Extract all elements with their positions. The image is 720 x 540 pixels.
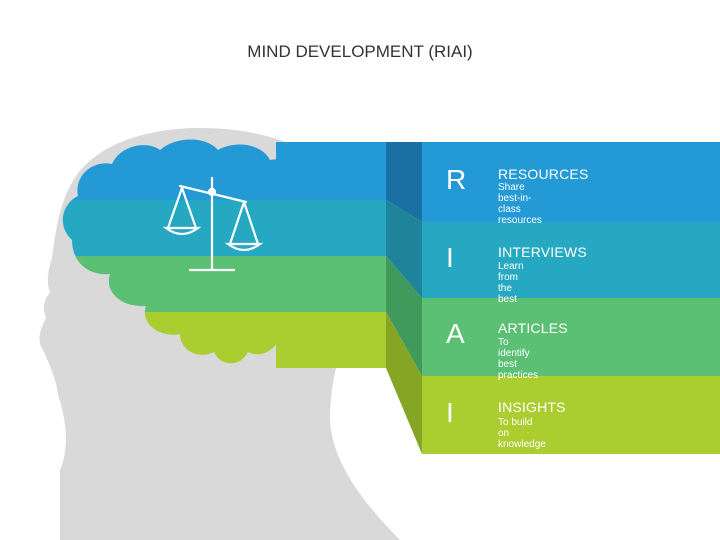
panel-interviews: [422, 222, 720, 298]
row-subtitle: Share best-in-class resources: [498, 182, 542, 226]
panel-articles: [422, 298, 720, 376]
row-letter: I: [446, 397, 454, 428]
row-letter: I: [446, 242, 454, 273]
row-title: ARTICLES: [498, 320, 568, 336]
page-title: MIND DEVELOPMENT (RIAI): [247, 42, 473, 61]
row-title: INTERVIEWS: [498, 244, 587, 260]
row-title: RESOURCES: [498, 166, 589, 182]
panel-resources: [422, 142, 720, 222]
row-subtitle: To build on knowledge: [498, 417, 546, 450]
panel-insights: [422, 376, 720, 454]
row-subtitle: To identify best practices: [498, 337, 539, 381]
scales-of-justice-icon: [162, 176, 264, 272]
row-letter: A: [446, 318, 465, 349]
row-letter: R: [446, 164, 467, 195]
row-subtitle: Learn from the best: [498, 261, 524, 305]
row-title: INSIGHTS: [498, 399, 566, 415]
